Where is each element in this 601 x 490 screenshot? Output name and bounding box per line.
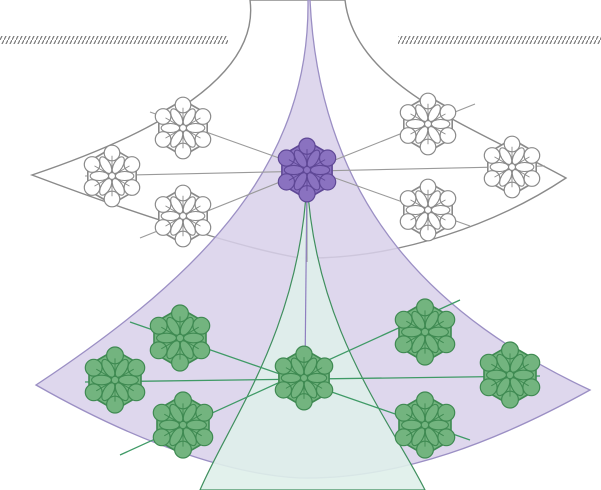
green-flower (149, 304, 211, 372)
white-flower (154, 96, 212, 160)
green-flower (84, 346, 146, 414)
white-flower (483, 135, 541, 199)
green-flower (394, 391, 456, 459)
green-hub-flower (274, 345, 334, 411)
white-flower (154, 184, 212, 248)
green-flower (152, 391, 214, 459)
flower-layer (83, 92, 541, 459)
ground-line-left (0, 36, 228, 44)
green-flower (394, 298, 456, 366)
connector-line (304, 175, 308, 373)
green-flower (479, 341, 541, 409)
green-fan-shape (199, 179, 426, 490)
ground-line-right (398, 36, 601, 44)
white-flower (399, 178, 457, 242)
purple-hub-flower (277, 137, 337, 203)
white-flower (83, 144, 141, 208)
white-flower (399, 92, 457, 156)
